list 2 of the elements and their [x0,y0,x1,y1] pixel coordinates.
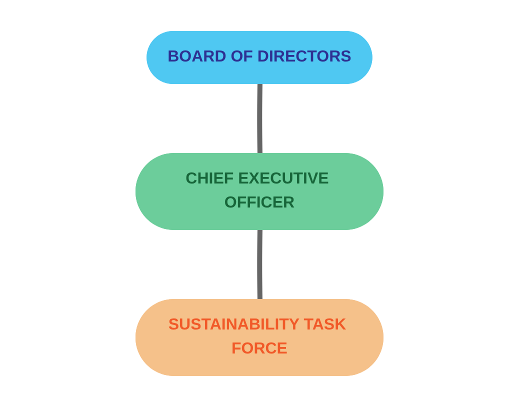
connector [257,84,262,154]
connector [257,230,262,300]
